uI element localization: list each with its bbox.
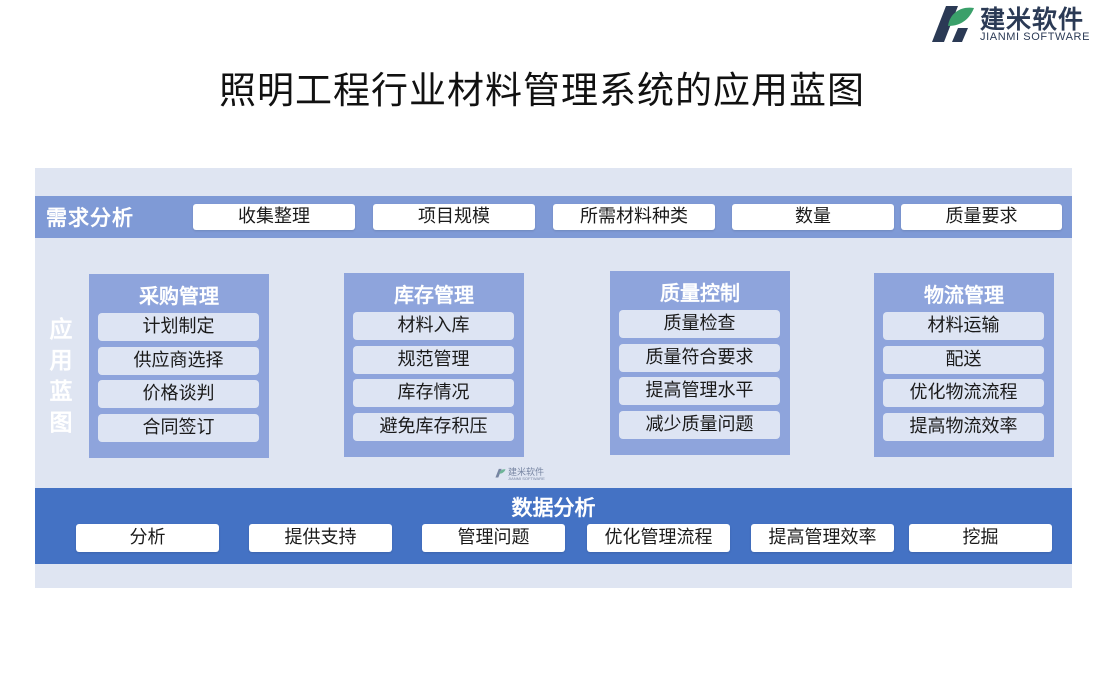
module-item: 质量符合要求 — [619, 344, 780, 372]
module-item: 价格谈判 — [98, 380, 259, 408]
module-item: 合同签订 — [98, 414, 259, 442]
module-item: 材料入库 — [353, 312, 514, 340]
module-item: 配送 — [883, 346, 1044, 374]
demand-item: 数量 — [732, 204, 894, 230]
demand-item: 所需材料种类 — [553, 204, 715, 230]
module-procurement: 采购管理 计划制定 供应商选择 价格谈判 合同签订 — [89, 274, 269, 458]
module-item: 提高物流效率 — [883, 413, 1044, 441]
module-item: 计划制定 — [98, 313, 259, 341]
module-title: 物流管理 — [924, 283, 1004, 307]
module-title: 质量控制 — [660, 281, 740, 305]
data-analysis-item: 管理问题 — [422, 524, 565, 552]
logo-name-cn: 建米软件 — [980, 5, 1085, 34]
module-item: 库存情况 — [353, 379, 514, 407]
data-analysis-item: 挖掘 — [909, 524, 1052, 552]
module-item: 供应商选择 — [98, 347, 259, 375]
watermark-name-en: JIANMI SOFTWARE — [508, 476, 545, 481]
data-analysis-item: 分析 — [76, 524, 219, 552]
page-title: 照明工程行业材料管理系统的应用蓝图 — [219, 69, 865, 112]
data-analysis-item: 提高管理效率 — [751, 524, 894, 552]
app-blueprint-label: 应用蓝图 — [49, 316, 73, 436]
data-analysis-title: 数据分析 — [511, 495, 596, 520]
brand-logo: 建米软件 JIANMI SOFTWARE — [926, 0, 1098, 46]
demand-analysis-label: 需求分析 — [46, 205, 134, 230]
module-quality-control: 质量控制 质量检查 质量符合要求 提高管理水平 减少质量问题 — [610, 271, 790, 455]
logo-name-en: JIANMI SOFTWARE — [980, 31, 1091, 43]
demand-item: 收集整理 — [193, 204, 355, 230]
demand-item: 质量要求 — [901, 204, 1062, 230]
module-title: 采购管理 — [139, 284, 219, 308]
module-logistics: 物流管理 材料运输 配送 优化物流流程 提高物流效率 — [874, 273, 1054, 457]
module-item: 避免库存积压 — [353, 413, 514, 441]
module-item: 材料运输 — [883, 312, 1044, 340]
module-title: 库存管理 — [394, 283, 474, 307]
watermark: 建米软件 JIANMI SOFTWARE — [494, 465, 554, 483]
data-analysis-item: 提供支持 — [249, 524, 392, 552]
watermark-name-cn: 建米软件 — [508, 468, 545, 478]
jianmi-logo-icon — [932, 6, 974, 42]
watermark-logo-icon — [495, 468, 506, 478]
demand-item: 项目规模 — [373, 204, 535, 230]
module-item: 减少质量问题 — [619, 411, 780, 439]
module-item: 优化物流流程 — [883, 379, 1044, 407]
module-inventory: 库存管理 材料入库 规范管理 库存情况 避免库存积压 — [344, 273, 524, 457]
data-analysis-item: 优化管理流程 — [587, 524, 730, 552]
module-item: 质量检查 — [619, 310, 780, 338]
module-item: 规范管理 — [353, 346, 514, 374]
module-item: 提高管理水平 — [619, 377, 780, 405]
